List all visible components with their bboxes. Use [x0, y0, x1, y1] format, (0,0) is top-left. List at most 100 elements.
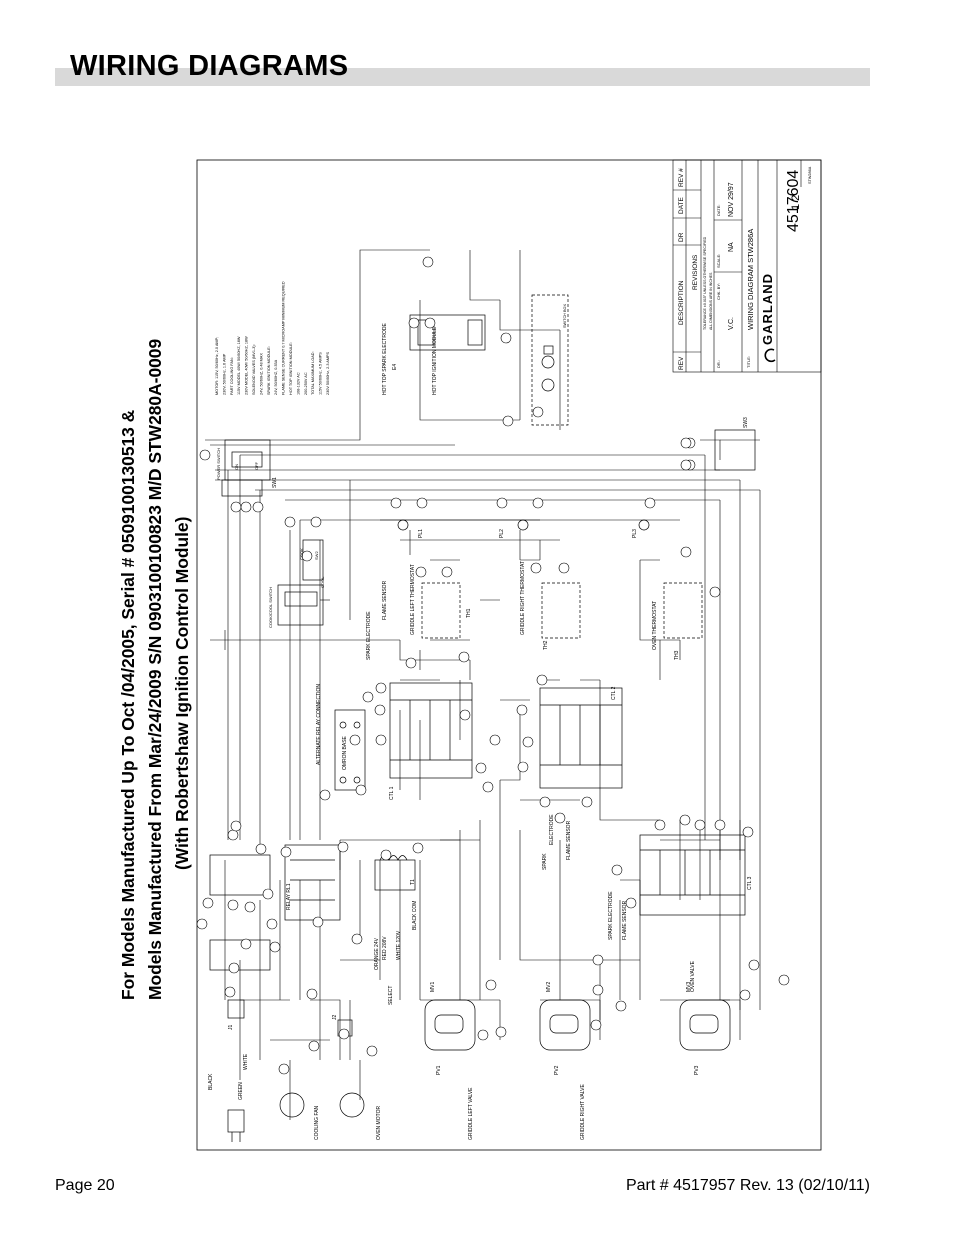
wire-bubble [459, 709, 471, 721]
wire-bubble [530, 562, 542, 574]
label-cook-cool-switch: COOK/COOL SWITCH [268, 587, 273, 628]
wire-bubble [308, 1040, 320, 1052]
oven-motor-icon [339, 1092, 365, 1118]
label-mv2: MV2 [546, 982, 552, 993]
title-block [672, 159, 822, 373]
label-pv1: PV1 [436, 1065, 442, 1075]
wire-bubble [240, 501, 252, 513]
label-power-switch: POWER SWITCH [216, 448, 221, 480]
hot-top-module-box [409, 314, 486, 351]
label-sw2: SW2 [314, 551, 319, 560]
note-line: 108-132V AC [296, 372, 300, 395]
wire-bubble [310, 516, 322, 528]
wire-bubble [227, 829, 239, 841]
label-pv2: PV2 [554, 1065, 560, 1075]
label-black: BLACK [208, 1073, 214, 1090]
tb-title-value: WIRING DIAGRAM STW286A [746, 229, 755, 330]
label-cooling-fan: COOLING FAN [314, 1105, 320, 1140]
tb-sheet: 1 2 [790, 195, 802, 210]
wire-bubble [375, 682, 387, 694]
wire-bubble [680, 437, 692, 449]
header-bar [55, 68, 870, 86]
wire-bubble [255, 843, 267, 855]
wire-bubble [748, 959, 760, 971]
wire-bubble [278, 1063, 290, 1075]
note-line: 115V 50/60Hz, 4.5 AMPS [319, 352, 323, 395]
tb-tolerance: TOLERANCE ±0.015" UNLESS OTHERWISE SPECI… [703, 236, 707, 330]
label-th2: TH2 [543, 640, 549, 650]
wire-bubble [516, 704, 528, 716]
diagram-heading: For Models Manufactured Up To Oct /04/20… [118, 339, 192, 1000]
notes-block: MOTOR: 115V, 50/60Hz, 2.0 AMP;230V, 50/6… [215, 281, 330, 395]
label-relay-rl1: RELAY RL1 [286, 883, 292, 910]
label-griddle-left-thermostat: GRIDDLE LEFT THERMOSTAT [410, 564, 416, 635]
th2-box [541, 582, 581, 639]
wire-bubble [581, 796, 593, 808]
th3-box [663, 582, 703, 639]
note-line: HOT TOP IGNITION MODULE: [289, 342, 293, 395]
pl2-icon [517, 519, 529, 531]
wire-bubble [412, 842, 424, 854]
label-th3: TH3 [674, 650, 680, 660]
note-line: 230V 50/60Hz, 2.3 AMPS [326, 351, 330, 395]
note-line: TOTAL MAXIMUM LOAD: [311, 351, 315, 395]
wire-bubble [517, 761, 529, 773]
heading-line-1: For Models Manufactured Up To Oct /04/20… [118, 409, 138, 1000]
wire-bubble [482, 781, 494, 793]
wire-bubble [496, 497, 508, 509]
label-sw3: SW3 [743, 417, 749, 428]
cooling-fan-icon [279, 1092, 305, 1118]
tb-part-no: 4517604 [785, 170, 802, 232]
wire-bubble [337, 841, 349, 853]
relay-rl1 [284, 844, 341, 921]
footer-page-number: Page 20 [55, 1177, 115, 1194]
wire-bubble [592, 954, 604, 966]
transformer-t1 [374, 859, 416, 891]
wire-bubble [224, 986, 236, 998]
note-line: PART COOLING FAN: [230, 357, 234, 395]
label-green: GREEN [238, 1082, 244, 1100]
label-ctl2: CTL 2 [611, 686, 617, 700]
label-switch-box: SWITCH BOX [563, 303, 567, 328]
terminal-block-2 [209, 939, 271, 971]
label-spark-electrode-1: SPARK ELECTRODE [366, 611, 372, 660]
wire-number-bubbles [196, 256, 790, 1075]
label-flame-sensor-2: FLAME SENSOR [566, 820, 572, 860]
label-j1: J1 [228, 1025, 234, 1031]
wire-bubble [489, 734, 501, 746]
ctl3-module [639, 834, 746, 916]
tb-scale-value: NA [728, 242, 735, 252]
tb-chk-label: CHK. BY: [716, 283, 721, 300]
wire-bubble [532, 406, 544, 418]
mv3-valve [679, 999, 731, 1051]
title-block-text: REV DESCRIPTION DR DATE REV # REVISIONS … [678, 166, 812, 370]
wire-bubble [615, 1000, 627, 1012]
note-line: 24V, 50/60HZ, 0.48 MAX [259, 353, 263, 395]
wire-bubble [227, 899, 239, 911]
wire-bubble [362, 691, 374, 703]
label-mv1: MV1 [430, 982, 436, 993]
note-line: 230V, 50/60Hz, 1.6 AMP [222, 353, 226, 395]
wire-bubble [714, 819, 726, 831]
label-cook: COOK [299, 548, 304, 560]
wire-bubble [485, 979, 497, 991]
wire-bubble [502, 415, 514, 427]
label-pl2: PL2 [499, 529, 505, 538]
wire-bubble [590, 1019, 602, 1031]
omron-base [334, 709, 366, 791]
label-oven-motor: OVEN MOTOR [376, 1106, 382, 1140]
label-orange: ORANGE 24V [374, 937, 380, 970]
garland-logo-icon [764, 348, 776, 363]
note-line: 200-250V AC [304, 372, 308, 395]
label-pv3: PV3 [694, 1065, 700, 1075]
mv2-valve [539, 999, 591, 1051]
note-line: 230V MODEL 40W/ 50/60HZ, 18W [245, 336, 249, 395]
label-select: SELECT [388, 986, 394, 1005]
wire-bubble [458, 651, 470, 663]
wire-bubble [351, 933, 363, 945]
wire-bubble [475, 762, 487, 774]
mv1-valve [424, 999, 476, 1051]
label-sw1: SW1 [272, 477, 278, 488]
footer-part-number: Part # 4517957 Rev. 13 (02/10/11) [625, 1177, 870, 1194]
j1-connector [227, 999, 245, 1019]
